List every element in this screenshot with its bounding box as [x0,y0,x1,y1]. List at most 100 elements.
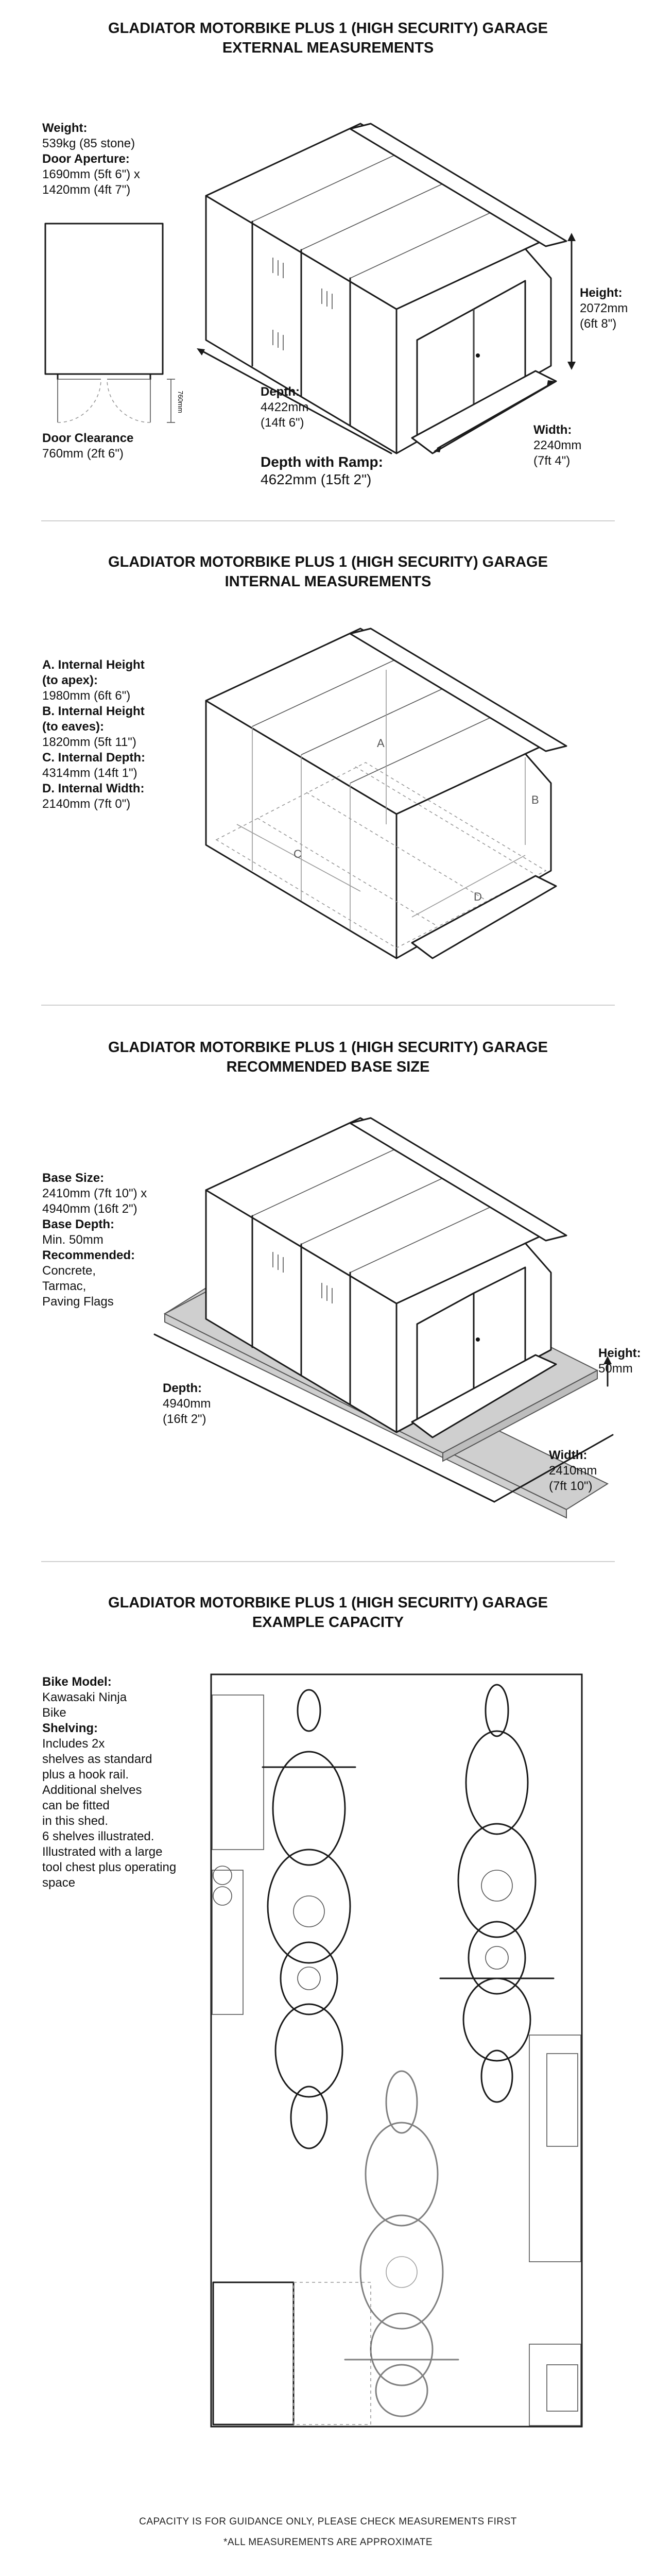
section-divider [41,1005,615,1006]
garage-base-drawing [153,1117,614,1519]
shelving-line: 6 shelves illustrated. [42,1829,154,1843]
b-label-1: B. Internal Height [42,704,145,718]
base-dim-depth-label: Depth: [163,1381,202,1395]
footer-line-1: CAPACITY IS FOR GUIDANCE ONLY, PLEASE CH… [139,2516,517,2527]
title-line-1: GLADIATOR MOTORBIKE PLUS 1 (HIGH SECURIT… [108,1039,548,1056]
shelving-line: Includes 2x [42,1737,105,1751]
door-clearance-spec: Door Clearance 760mm (2ft 6") [42,431,133,462]
shelving-line: can be fitted [42,1799,110,1812]
base-dim-depth-value-1: 4940mm [163,1397,211,1411]
a-label-1: A. Internal Height [42,658,145,672]
base-depth-label: Base Depth: [42,1217,115,1231]
b-value: 1820mm (5ft 11") [42,735,136,749]
garage-external-drawing [197,123,576,454]
section-base: GLADIATOR MOTORBIKE PLUS 1 (HIGH SECURIT… [0,1005,656,1561]
door-swing-dim: 760mm [177,391,184,413]
bike-1 [262,1689,356,2149]
ramp-spec: Depth with Ramp: 4622mm (15ft 2") [261,453,383,488]
base-height-spec: Height: 50mm [598,1346,641,1377]
section-divider [41,520,615,521]
width-value-2: (7ft 4") [533,454,571,468]
base-width-spec: Width: 2410mm (7ft 10") [549,1448,597,1494]
aperture-value-1: 1690mm (5ft 6") x [42,167,140,181]
base-height-label: Height: [598,1346,641,1360]
weight-spec: Weight: 539kg (85 stone) Door Aperture: … [42,121,140,198]
section-divider [41,1561,615,1562]
door-clearance-diagram: 760mm [44,223,184,423]
width-value-1: 2240mm [533,438,582,452]
section-title: GLADIATOR MOTORBIKE PLUS 1 (HIGH SECURIT… [0,1038,656,1077]
ramp-value: 4622mm (15ft 2") [261,471,372,487]
clearance-value: 760mm (2ft 6") [42,447,124,461]
a-label-2: (to apex): [42,673,98,687]
depth-value-1: 4422mm [261,400,309,414]
d-label: D. Internal Width: [42,782,145,795]
shelving-line: Illustrated with a large [42,1845,163,1859]
section-title: GLADIATOR MOTORBIKE PLUS 1 (HIGH SECURIT… [0,19,656,58]
section-external: GLADIATOR MOTORBIKE PLUS 1 (HIGH SECURIT… [0,0,656,520]
capacity-floor-plan [210,1673,583,2428]
marker-d: D [474,890,482,903]
d-value: 2140mm (7ft 0") [42,797,131,811]
shelving-line: Additional shelves [42,1783,142,1797]
depth-spec: Depth: 4422mm (14ft 6") [261,384,308,431]
ramp-label: Depth with Ramp: [261,454,383,470]
aperture-label: Door Aperture: [42,152,130,166]
footer: CAPACITY IS FOR GUIDANCE ONLY, PLEASE CH… [0,2515,656,2549]
title-line-2: RECOMMENDED BASE SIZE [226,1059,430,1075]
c-label: C. Internal Depth: [42,751,146,765]
shelving-line: space [42,1876,76,1890]
title-line-1: GLADIATOR MOTORBIKE PLUS 1 (HIGH SECURIT… [108,20,548,37]
clearance-label: Door Clearance [42,431,134,445]
c-value: 4314mm (14ft 1") [42,766,137,780]
bike-value-1: Kawasaki Ninja [42,1690,127,1704]
shelving-line: in this shed. [42,1814,109,1828]
title-line-2: EXTERNAL MEASUREMENTS [222,40,434,56]
height-value-1: 2072mm [580,301,628,315]
width-spec: Width: 2240mm (7ft 4") [533,422,581,469]
height-value-2: (6ft 8") [580,317,617,331]
base-size-value-1: 2410mm (7ft 10") x [42,1187,147,1200]
base-width-value-2: (7ft 10") [549,1479,593,1493]
capacity-specs: Bike Model: Kawasaki Ninja Bike Shelving… [42,1674,176,1891]
base-depth-value: Min. 50mm [42,1233,103,1247]
aperture-value-2: 1420mm (4ft 7") [42,183,131,197]
weight-label: Weight: [42,121,88,135]
recommended-1: Concrete, [42,1264,96,1278]
garage-internal-drawing: A B C D [205,628,567,959]
title-line-1: GLADIATOR MOTORBIKE PLUS 1 (HIGH SECURIT… [108,1595,548,1611]
shelving-label: Shelving: [42,1721,98,1735]
recommended-3: Paving Flags [42,1295,114,1309]
a-value: 1980mm (6ft 6") [42,689,131,703]
bike-3 [344,2070,459,2417]
height-spec: Height: 2072mm (6ft 8") [580,285,628,332]
marker-a: A [377,737,385,750]
height-label: Height: [580,286,623,300]
base-dim-depth-value-2: (16ft 2") [163,1412,206,1426]
width-label: Width: [533,423,572,437]
title-line-1: GLADIATOR MOTORBIKE PLUS 1 (HIGH SECURIT… [108,554,548,570]
bike-2 [439,1684,555,2103]
shelving-line: shelves as standard [42,1752,152,1766]
base-width-value-1: 2410mm [549,1464,597,1478]
base-depth-dim-spec: Depth: 4940mm (16ft 2") [163,1381,211,1427]
b-label-2: (to eaves): [42,720,105,734]
title-line-2: INTERNAL MEASUREMENTS [225,573,431,590]
weight-value: 539kg (85 stone) [42,137,135,150]
section-internal: GLADIATOR MOTORBIKE PLUS 1 (HIGH SECURIT… [0,520,656,1005]
footer-line-2: *ALL MEASUREMENTS ARE APPROXIMATE [223,2537,433,2548]
section-title: GLADIATOR MOTORBIKE PLUS 1 (HIGH SECURIT… [0,1593,656,1632]
title-line-2: EXAMPLE CAPACITY [252,1614,404,1631]
base-size-value-2: 4940mm (16ft 2") [42,1202,137,1216]
shelving-line: tool chest plus operating [42,1860,177,1874]
shelving-line: plus a hook rail. [42,1768,129,1782]
bike-value-2: Bike [42,1706,66,1720]
internal-specs: A. Internal Height (to apex): 1980mm (6f… [42,657,145,812]
depth-value-2: (14ft 6") [261,416,304,430]
base-size-label: Base Size: [42,1171,105,1185]
base-width-label: Width: [549,1448,588,1462]
base-specs: Base Size: 2410mm (7ft 10") x 4940mm (16… [42,1171,147,1310]
base-height-value: 50mm [598,1362,633,1376]
recommended-2: Tarmac, [42,1279,87,1293]
marker-b: B [531,793,539,806]
